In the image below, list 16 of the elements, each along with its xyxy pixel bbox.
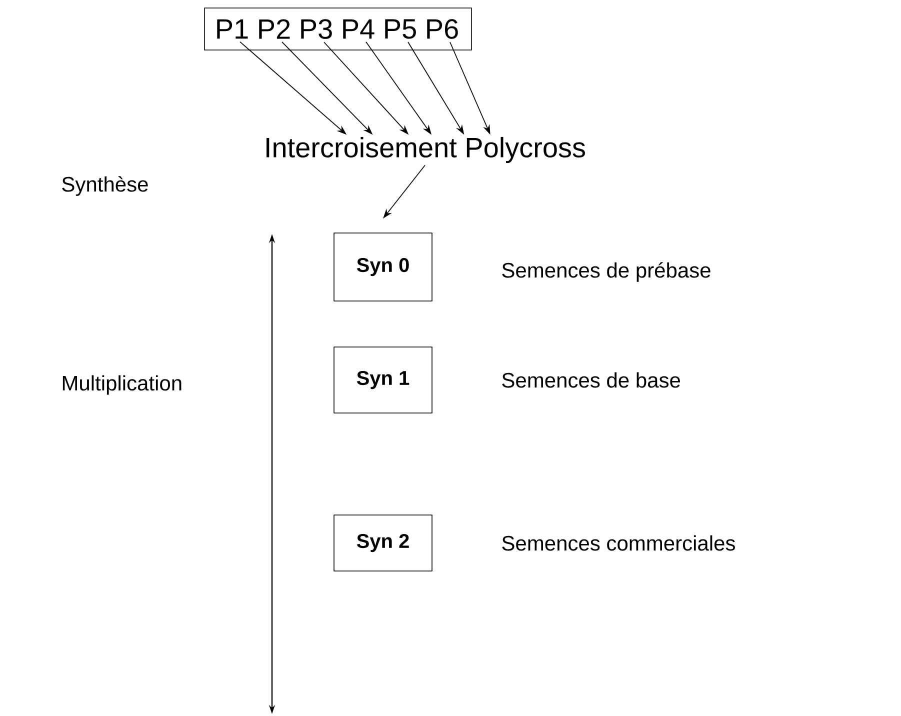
stage-box: Syn 2 bbox=[334, 514, 432, 572]
side-label: Multiplication bbox=[62, 375, 182, 395]
stage-box: Syn 1 bbox=[334, 346, 432, 414]
node-label: P3 bbox=[301, 19, 332, 39]
outline-box bbox=[204, 8, 472, 50]
stage-caption: Semences commerciales bbox=[502, 535, 735, 551]
node-label: P4 bbox=[343, 19, 374, 39]
stage-caption: Semences de prébase bbox=[502, 262, 710, 282]
side-label: Synthèse bbox=[62, 176, 148, 196]
node-label: P1 bbox=[217, 19, 248, 39]
stage-box: Syn 0 bbox=[334, 232, 432, 302]
node-label: P5 bbox=[385, 19, 416, 39]
node-label: P2 bbox=[259, 19, 290, 39]
node-label: P6 bbox=[427, 19, 458, 39]
process-label: Intercroisement Polycross bbox=[266, 136, 585, 164]
stage-caption: Semences de base bbox=[502, 372, 680, 388]
